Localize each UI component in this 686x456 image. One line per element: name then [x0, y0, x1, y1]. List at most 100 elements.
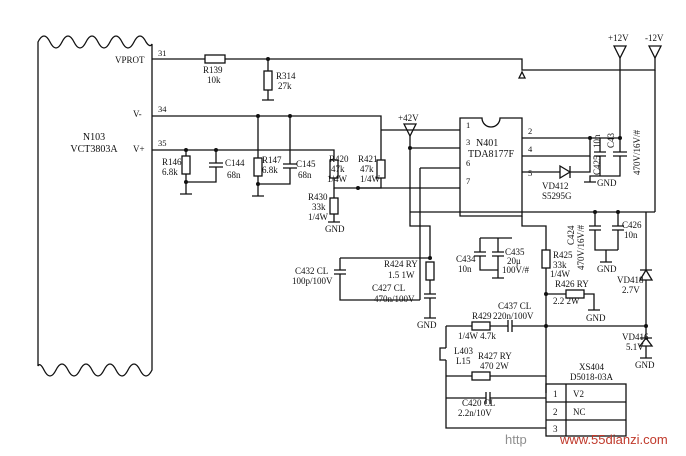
r426-ref: R426 RY	[555, 279, 589, 289]
pin-vprot-name: VPROT	[115, 55, 145, 65]
gnd-c427: GND	[417, 320, 437, 330]
r420-power: 1/4W	[327, 174, 348, 184]
pin-31-num: 31	[158, 48, 167, 58]
resistor-r147	[253, 157, 263, 177]
xs404-nc: NC	[573, 407, 586, 417]
ic-n401-ref: N401	[476, 138, 498, 149]
xs404-ref: XS404	[579, 362, 605, 372]
c434-ref: C434	[456, 254, 476, 264]
resistor-r430	[329, 197, 339, 215]
ic-n401	[459, 117, 523, 217]
gnd-c424: GND	[597, 264, 617, 274]
l403-ref: L403	[454, 346, 473, 356]
c426-ref: C426	[622, 220, 642, 230]
c432-ref: C432 CL	[295, 266, 328, 276]
c426-value: 10n	[624, 230, 638, 240]
r425-power: 1/4W	[550, 269, 571, 279]
c435-value: 20μ	[507, 256, 521, 266]
supply-minus12: -12V	[645, 33, 664, 43]
c43-value: 470V/16V/#	[632, 130, 642, 176]
n401-pin4: 4	[528, 144, 533, 154]
pin-35-num: 35	[158, 138, 167, 148]
resistor-r139	[204, 54, 226, 64]
c437-ref: C437 CL	[498, 301, 531, 311]
r430-power: 1/4W	[308, 212, 329, 222]
r424-value: 1.5 1W	[388, 270, 415, 280]
r146-value: 6.8k	[162, 167, 178, 177]
n401-pin5: 5	[528, 168, 532, 178]
c145-ref: C145	[296, 159, 316, 169]
r420-ref: R420	[329, 154, 349, 164]
supply-plus42: +42V	[398, 113, 419, 123]
c420-value: 2.2n/10V	[458, 408, 492, 418]
r430-ref: R430	[308, 192, 328, 202]
r147-value: 6.8k	[262, 165, 278, 175]
ic-n103-ref: N103	[83, 132, 105, 143]
c424-value: 470V/16V/#	[576, 225, 586, 271]
xs404-pin1: 1	[553, 389, 558, 399]
c43-ref: C43	[606, 132, 616, 148]
n401-pin1: 1	[466, 120, 470, 130]
c427-ref: C427 CL	[372, 283, 405, 293]
xs404-pin3: 3	[553, 424, 558, 434]
resistor-r429	[471, 321, 491, 331]
r425-ref: R425	[553, 250, 573, 260]
n401-pin3: 3	[466, 137, 470, 147]
xs404-v2: V2	[573, 389, 584, 399]
c144-ref: C144	[225, 158, 245, 168]
r424-ref: R424 RY	[384, 259, 418, 269]
plus42-arrow	[402, 123, 418, 138]
vd418-ref: VD418	[617, 275, 644, 285]
pin-vplus-name: V+	[133, 144, 145, 154]
c145-value: 68n	[298, 170, 312, 180]
r429-value: 1/4W 4.7k	[458, 331, 496, 341]
r314-value: 27k	[278, 81, 292, 91]
watermark-prefix: http	[505, 432, 527, 447]
r421-ref: R421	[358, 154, 378, 164]
c434-value: 10n	[458, 264, 472, 274]
gnd-r430: GND	[325, 224, 345, 234]
n401-pin7: 7	[466, 176, 470, 186]
vd416-ref: VD416	[622, 332, 649, 342]
resistor-r146	[181, 155, 191, 175]
gnd-c425: GND	[597, 178, 617, 188]
r147-ref: R147	[262, 155, 282, 165]
resistor-r425	[541, 249, 551, 269]
r427-ref: R427 RY	[478, 351, 512, 361]
resistor-r314	[263, 70, 273, 91]
c425-value: 10n	[592, 134, 602, 148]
r429-ref: R429	[472, 311, 492, 321]
r427-value: 470 2W	[480, 361, 509, 371]
r420-value: 47k	[331, 164, 345, 174]
r146-ref: R146	[162, 157, 182, 167]
r421-power: 1/4W	[360, 174, 381, 184]
c427-value: 470n/100V	[374, 294, 415, 304]
resistor-r424	[425, 261, 435, 281]
plus12-arrow	[612, 45, 628, 60]
pin-34-num: 34	[158, 104, 167, 114]
vd412-ref: VD412	[542, 181, 569, 191]
c420-ref: C420 CL	[462, 398, 495, 408]
ic-n103	[37, 35, 153, 377]
gnd-vd416: GND	[635, 360, 655, 370]
c435-rating: 100V/#	[502, 265, 530, 275]
r426-value: 2.2 2W	[553, 296, 580, 306]
l403-value: L15	[456, 356, 471, 366]
ic-n103-part: VCT3803A	[70, 144, 118, 155]
r421-value: 47k	[360, 164, 374, 174]
c144-value: 68n	[227, 170, 241, 180]
ic-n401-part: TDA8177F	[468, 149, 515, 160]
r425-value: 33k	[553, 260, 567, 270]
r314-ref: R314	[276, 71, 296, 81]
r430-value: 33k	[312, 202, 326, 212]
c424-ref: C424	[566, 225, 576, 245]
vd418-value: 2.7V	[622, 285, 640, 295]
c437-value: 220n/100V	[493, 311, 534, 321]
vd416-value: 5.1V	[626, 342, 644, 352]
minus12-arrow	[647, 45, 663, 60]
connector-xs404	[545, 383, 627, 437]
resistor-r427	[471, 371, 491, 381]
r139-value: 10k	[207, 75, 221, 85]
xs404-pin2: 2	[553, 407, 558, 417]
